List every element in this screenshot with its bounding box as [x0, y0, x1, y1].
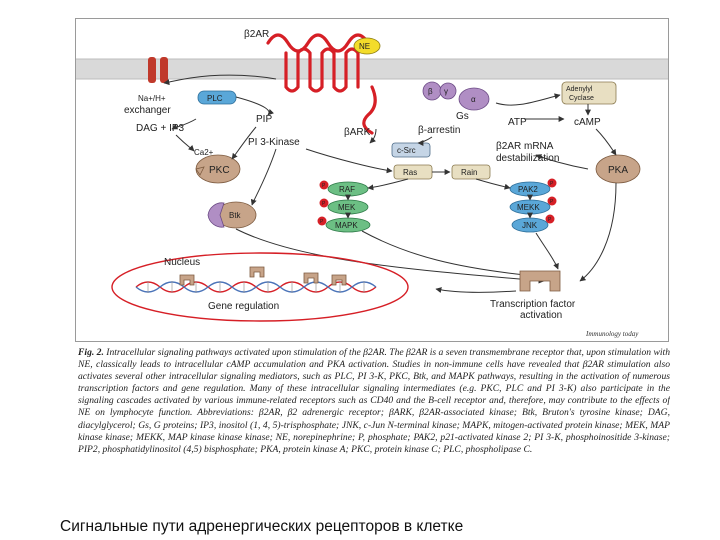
dna-helix-icon	[135, 281, 377, 293]
camp-label: cAMP	[574, 117, 601, 128]
gene-regulation-label: Gene regulation	[208, 301, 279, 312]
figure-credit: Immunology today	[585, 330, 639, 338]
cell-membrane	[76, 59, 668, 79]
phospho-icon	[319, 180, 329, 190]
svg-text:P: P	[320, 219, 324, 225]
mekk-label: MEKK	[517, 203, 540, 212]
pi3k-label: PI 3-Kinase	[248, 137, 300, 148]
svg-text:γ: γ	[444, 87, 448, 96]
arrestin-label: β-arrestin	[418, 125, 460, 136]
phospho-icon	[317, 216, 327, 226]
svg-text:P: P	[550, 181, 554, 187]
tf-activation-icon	[519, 270, 561, 292]
rain-node	[451, 164, 491, 180]
b2ar-receptor-icon	[266, 33, 377, 135]
g-alpha-subunit	[458, 87, 490, 111]
nucleus-outline	[111, 252, 409, 322]
tf-label-2: activation	[520, 310, 562, 321]
phospho-icon	[545, 214, 555, 224]
raf-label: RAF	[339, 185, 355, 194]
pak2-label: PAK2	[518, 185, 538, 194]
mrna-label-1: β2AR mRNA	[496, 141, 554, 152]
pka-label: PKA	[608, 165, 628, 176]
mapk-label: MAPK	[335, 221, 358, 230]
btk-label: Btk	[229, 211, 242, 220]
figure-number: Fig. 2.	[78, 347, 104, 358]
transcription-factor-icon	[179, 266, 347, 286]
ras-label: Ras	[403, 168, 417, 177]
exchanger-label-1: Na+/H+	[138, 94, 166, 103]
pkc-node	[195, 154, 241, 184]
pkc-label: PKC	[209, 165, 230, 176]
pka-node	[595, 154, 641, 184]
exchanger-icon	[148, 57, 156, 83]
pathway-diagram: β2AR NE Na+/H+ exchanger PLC DAG + IP3 P…	[75, 18, 669, 342]
adenylyl-label-2: Cyclase	[569, 95, 594, 102]
phospho-icon	[547, 178, 557, 188]
jnk-label: JNK	[522, 221, 538, 230]
svg-text:P: P	[550, 199, 554, 205]
mek-label: MEK	[338, 203, 356, 212]
phospho-icon	[319, 198, 329, 208]
csrc-node	[391, 142, 431, 158]
svg-text:P: P	[548, 217, 552, 223]
adenylyl-cyclase-node	[561, 81, 617, 105]
bark-label: βARK	[344, 127, 371, 138]
b2ar-label: β2AR	[244, 29, 269, 40]
caption-text: Intracellular signaling pathways activat…	[78, 347, 670, 455]
adenylyl-label-1: Adenylyl	[566, 86, 593, 93]
atp-label: ATP	[508, 117, 527, 128]
gs-label: Gs	[456, 111, 469, 122]
pip-label: PIP	[256, 114, 272, 125]
svg-text:P: P	[322, 183, 326, 189]
nucleus-label: Nucleus	[164, 257, 200, 268]
phospho-icon	[547, 196, 557, 206]
plc-label: PLC	[207, 94, 223, 103]
figure-caption: Fig. 2. Intracellular signaling pathways…	[78, 347, 670, 509]
rain-label: Rain	[461, 168, 477, 177]
ca-label: Ca2+	[194, 148, 214, 157]
svg-text:α: α	[471, 95, 476, 104]
ne-label: NE	[359, 42, 370, 51]
ne-ligand-icon	[353, 37, 381, 55]
csrc-label: c-Src	[397, 146, 416, 155]
g-gamma-subunit	[439, 82, 457, 100]
svg-text:β: β	[428, 87, 433, 96]
slide-title: Сигнальные пути адренергических рецептор…	[60, 518, 464, 535]
tf-label-1: Transcription factor	[490, 299, 576, 310]
exchanger-label-2: exchanger	[124, 105, 171, 116]
svg-text:P: P	[322, 201, 326, 207]
mrna-label-2: destabilization	[496, 153, 559, 164]
dag-ip3-label: DAG + IP3	[136, 123, 185, 134]
